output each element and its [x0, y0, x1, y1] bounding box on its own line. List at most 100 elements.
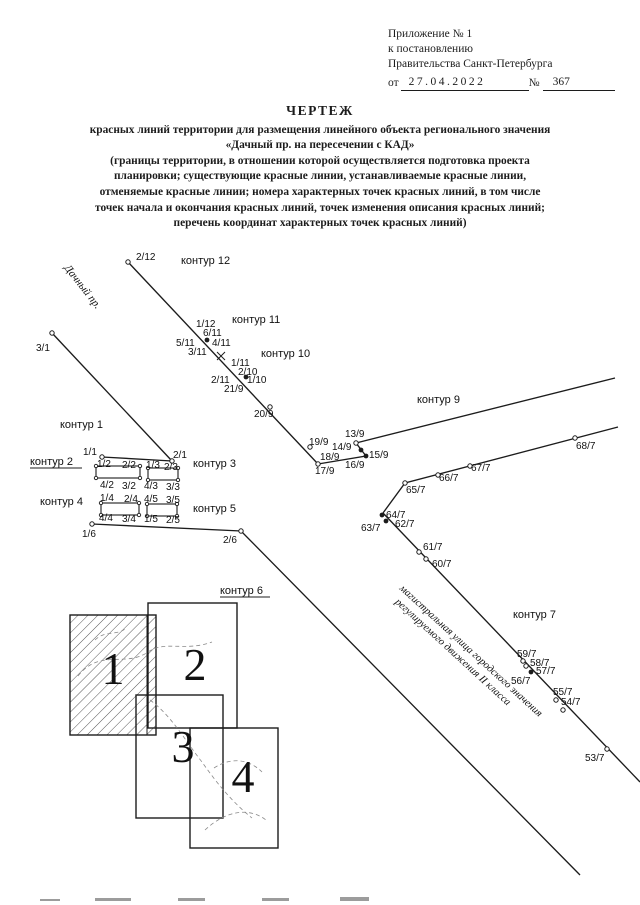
contour-bar — [146, 503, 178, 517]
contour9-line — [382, 426, 619, 514]
point-label: 1/1 — [83, 447, 97, 458]
corner-point — [136, 500, 142, 506]
point-label: 2/11 — [211, 375, 230, 386]
contour-label: контур 11 — [232, 314, 280, 326]
contour-label: контур 5 — [193, 503, 236, 515]
survey-point-filled — [363, 453, 369, 459]
contour-label: контур 9 — [417, 394, 460, 406]
header-line-appendix: Приложение № 1 — [388, 28, 473, 40]
contour-label: контур 2 — [30, 456, 73, 468]
corner-point — [98, 500, 104, 506]
point-label: 61/7 — [423, 542, 443, 553]
date-prefix-label: от — [388, 76, 399, 89]
corner-point — [144, 501, 150, 507]
point-label: 17/9 — [315, 466, 335, 477]
point-label: 60/7 — [432, 559, 452, 570]
survey-point — [125, 259, 131, 265]
point-label: 59/7 — [517, 649, 537, 660]
survey-point-filled — [383, 518, 389, 524]
corner-point — [93, 463, 99, 469]
sketch-curve — [77, 641, 213, 677]
point-label: 2/4 — [124, 494, 138, 505]
corner-point — [93, 475, 99, 481]
survey-point — [435, 472, 441, 478]
point-label: 3/1 — [36, 343, 50, 354]
survey-point — [402, 480, 408, 486]
survey-point — [49, 330, 55, 336]
road-class-label-line2: регулируемого движения II класса — [392, 596, 513, 708]
road-line-nw — [127, 261, 319, 465]
date-field: 27.04.2022 — [400, 75, 529, 91]
corner-point — [174, 501, 180, 507]
point-label: 1/12 — [196, 319, 216, 330]
contour1-base — [101, 456, 173, 462]
contour-label: контур 4 — [40, 496, 83, 508]
title-line: отменяемые красные линии; номера характе… — [99, 185, 541, 198]
point-label: 66/7 — [439, 473, 459, 484]
inset-sheet — [189, 727, 279, 849]
legend-mark — [40, 899, 60, 901]
title-line: перечень координат характерных точек кра… — [173, 217, 467, 230]
point-label: 2/1 — [173, 450, 187, 461]
number-field: 367 — [542, 75, 615, 91]
survey-point-filled — [243, 374, 249, 380]
point-label: 65/7 — [406, 485, 426, 496]
corner-point — [98, 512, 104, 518]
inset-sheet-number: 1 — [102, 643, 125, 694]
inset-sheet-number: 3 — [172, 721, 195, 772]
survey-point — [560, 707, 566, 713]
point-label: 2/12 — [136, 252, 156, 263]
legend-mark — [95, 898, 131, 901]
sketch-curve — [149, 699, 253, 819]
point-label: 16/9 — [345, 460, 365, 471]
point-label: 64/7 — [386, 510, 406, 521]
inset-sheet — [135, 694, 224, 819]
survey-point — [416, 549, 422, 555]
survey-point — [169, 458, 175, 464]
survey-point-filled — [528, 669, 534, 675]
corner-point — [136, 512, 142, 518]
title-line: планировки; существующие красные линии, … — [113, 170, 527, 183]
point-label: 21/9 — [224, 384, 244, 395]
survey-point — [89, 521, 95, 527]
point-label: 2/5 — [166, 515, 180, 526]
point-label: 3/11 — [188, 347, 207, 358]
point-label: 1/10 — [247, 375, 267, 386]
legend-mark — [340, 897, 369, 901]
contour-label: контур 6 — [220, 585, 263, 597]
point-label: 15/9 — [369, 450, 389, 461]
contour-label: контур 7 — [513, 609, 556, 621]
header-line-government: Правительства Санкт-Петербурга — [388, 58, 553, 71]
contour-label: контур 12 — [181, 255, 230, 267]
contour-bar — [147, 467, 179, 481]
survey-point — [572, 435, 578, 441]
title-line: красных линий территории для размещения … — [89, 123, 551, 136]
cross-mark — [216, 351, 226, 361]
point-label: 58/7 — [530, 658, 550, 669]
corner-point — [175, 465, 181, 471]
survey-point — [307, 444, 313, 450]
title-line: (границы территории, в отношении которой… — [110, 154, 530, 167]
contour7-line — [382, 512, 640, 783]
point-label: 56/7 — [511, 676, 531, 687]
point-label: 20/9 — [254, 409, 274, 420]
contour-bar — [100, 502, 140, 516]
survey-point — [553, 697, 559, 703]
point-label: 63/7 — [361, 523, 381, 534]
drawing-title-block: ЧЕРТЕЖ красных линий территории для разм… — [25, 103, 615, 232]
point-label: 1/11 — [231, 358, 250, 369]
survey-point — [604, 746, 610, 752]
corner-point — [145, 477, 151, 483]
corner-point — [175, 477, 181, 483]
sketch-curve — [94, 627, 127, 641]
legend-mark — [262, 898, 289, 901]
survey-point — [523, 663, 529, 669]
contour-label: контур 1 — [60, 419, 103, 431]
point-label: 2/10 — [238, 367, 258, 378]
point-label: 19/9 — [309, 437, 329, 448]
point-label: 55/7 — [553, 687, 573, 698]
survey-point — [267, 404, 273, 410]
point-label: 18/9 — [320, 452, 340, 463]
point-label: 54/7 — [561, 697, 581, 708]
